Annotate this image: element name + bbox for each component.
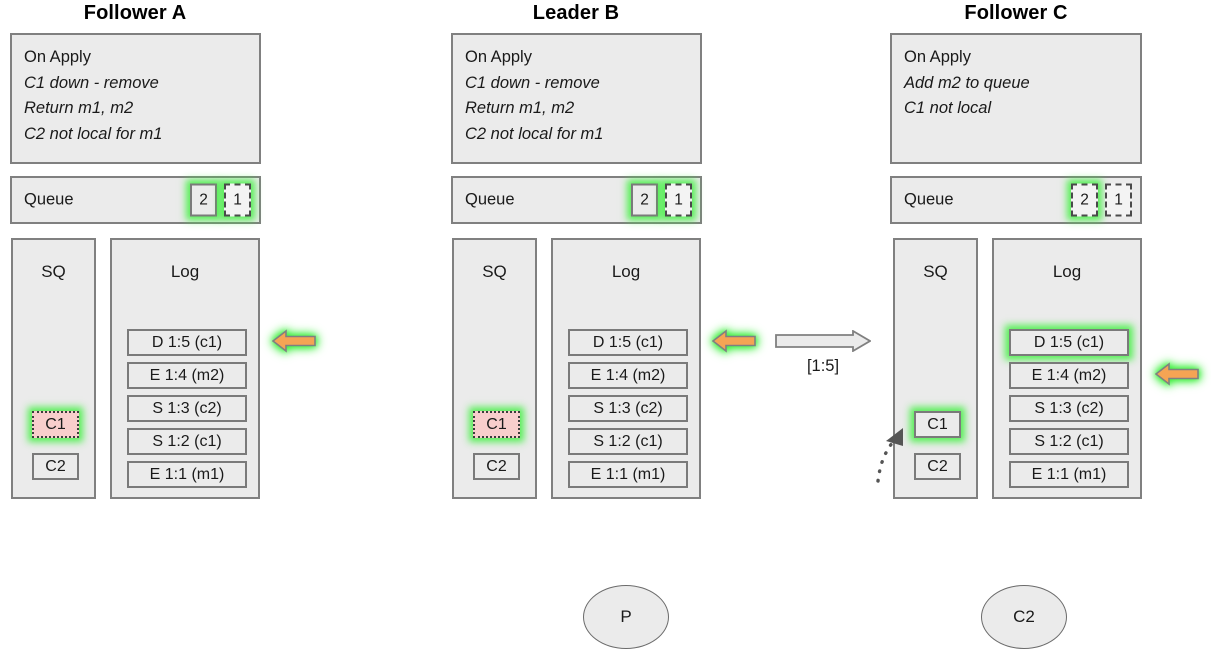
log-entry-1[interactable]: E 1:4 (m2) [568, 362, 688, 389]
replication-arrow-icon [775, 329, 872, 353]
log-entry-4[interactable]: E 1:1 (m1) [127, 461, 247, 488]
apply-heading: On Apply [465, 48, 532, 66]
apply-heading: On Apply [24, 48, 91, 66]
sq-box-leader-b: SQ C1 C2 [452, 238, 537, 499]
log-header: Log [611, 262, 641, 281]
replication-label: [1:5] [806, 357, 840, 375]
node-title-follower-c: Follower C [964, 2, 1068, 24]
apply-line-1: C1 down - remove [24, 73, 159, 92]
apply-line-3: C2 not local for m1 [24, 124, 163, 143]
sq-header: SQ [482, 262, 507, 281]
sq-header: SQ [923, 262, 948, 281]
queue-label: Queue [904, 190, 954, 209]
log-entry-3[interactable]: S 1:2 (c1) [127, 428, 247, 455]
arrow-left-icon-follower-a [271, 328, 316, 354]
queue-cell-2[interactable]: 2 [1071, 183, 1098, 217]
log-entry-0[interactable]: D 1:5 (c1) [568, 329, 688, 356]
log-entry-0[interactable]: D 1:5 (c1) [127, 329, 247, 356]
queue-cell-1[interactable]: 1 [665, 183, 692, 217]
arrow-left-icon-follower-c [1154, 361, 1199, 387]
queue-cells: 2 1 [190, 183, 251, 217]
log-entry-1[interactable]: E 1:4 (m2) [127, 362, 247, 389]
apply-line-1: C1 down - remove [465, 73, 600, 92]
log-entry-4[interactable]: E 1:1 (m1) [1009, 461, 1129, 488]
queue-box-follower-c: Queue 2 1 [890, 176, 1142, 224]
dotted-pointer-icon [872, 405, 918, 490]
log-entry-4[interactable]: E 1:1 (m1) [568, 461, 688, 488]
sq-header: SQ [41, 262, 66, 281]
sq-entry-c1[interactable]: C1 [32, 411, 79, 438]
apply-line-3: C2 not local for m1 [465, 124, 604, 143]
queue-cell-2[interactable]: 2 [190, 183, 217, 217]
log-box-follower-a: Log D 1:5 (c1) E 1:4 (m2) S 1:3 (c2) S 1… [110, 238, 260, 499]
sq-box-follower-c: SQ C1 C2 [893, 238, 978, 499]
queue-box-leader-b: Queue 2 1 [451, 176, 702, 224]
queue-cell-1[interactable]: 1 [224, 183, 251, 217]
apply-box-follower-c: On Apply Add m2 to queue C1 not local [890, 33, 1142, 164]
sq-entry-c1[interactable]: C1 [914, 411, 961, 438]
log-header: Log [170, 262, 200, 281]
node-title-leader-b: Leader B [532, 2, 620, 24]
log-entry-1[interactable]: E 1:4 (m2) [1009, 362, 1129, 389]
log-entry-3[interactable]: S 1:2 (c1) [1009, 428, 1129, 455]
log-entry-2[interactable]: S 1:3 (c2) [568, 395, 688, 422]
arrow-left-icon-leader-b [711, 328, 756, 354]
apply-heading: On Apply [904, 48, 971, 66]
queue-box-follower-a: Queue 2 1 [10, 176, 261, 224]
apply-line-2: C1 not local [904, 99, 992, 117]
sq-entry-c2[interactable]: C2 [914, 453, 961, 480]
queue-cell-1[interactable]: 1 [1105, 183, 1132, 217]
queue-label: Queue [465, 190, 515, 209]
queue-cells: 2 1 [1071, 183, 1132, 217]
sq-entry-c1[interactable]: C1 [473, 411, 520, 438]
log-box-follower-c: Log D 1:5 (c1) E 1:4 (m2) S 1:3 (c2) S 1… [992, 238, 1142, 499]
apply-line-2: Return m1, m2 [24, 99, 134, 117]
sq-entry-c2[interactable]: C2 [32, 453, 79, 480]
sq-entry-c2[interactable]: C2 [473, 453, 520, 480]
queue-cell-2[interactable]: 2 [631, 183, 658, 217]
log-entry-2[interactable]: S 1:3 (c2) [127, 395, 247, 422]
log-entry-0[interactable]: D 1:5 (c1) [1009, 329, 1129, 356]
actor-consumer-c2[interactable]: C2 [981, 585, 1067, 649]
log-entry-2[interactable]: S 1:3 (c2) [1009, 395, 1129, 422]
apply-box-leader-b: On Apply C1 down - remove Return m1, m2 … [451, 33, 702, 164]
log-header: Log [1052, 262, 1082, 281]
apply-line-1: Add m2 to queue [904, 73, 1030, 92]
actor-producer[interactable]: P [583, 585, 669, 649]
queue-label: Queue [24, 190, 74, 209]
apply-line-2: Return m1, m2 [465, 99, 575, 117]
apply-box-follower-a: On Apply C1 down - remove Return m1, m2 … [10, 33, 261, 164]
queue-cells: 2 1 [631, 183, 692, 217]
node-title-follower-a: Follower A [83, 2, 187, 24]
log-box-leader-b: Log D 1:5 (c1) E 1:4 (m2) S 1:3 (c2) S 1… [551, 238, 701, 499]
log-entry-3[interactable]: S 1:2 (c1) [568, 428, 688, 455]
sq-box-follower-a: SQ C1 C2 [11, 238, 96, 499]
